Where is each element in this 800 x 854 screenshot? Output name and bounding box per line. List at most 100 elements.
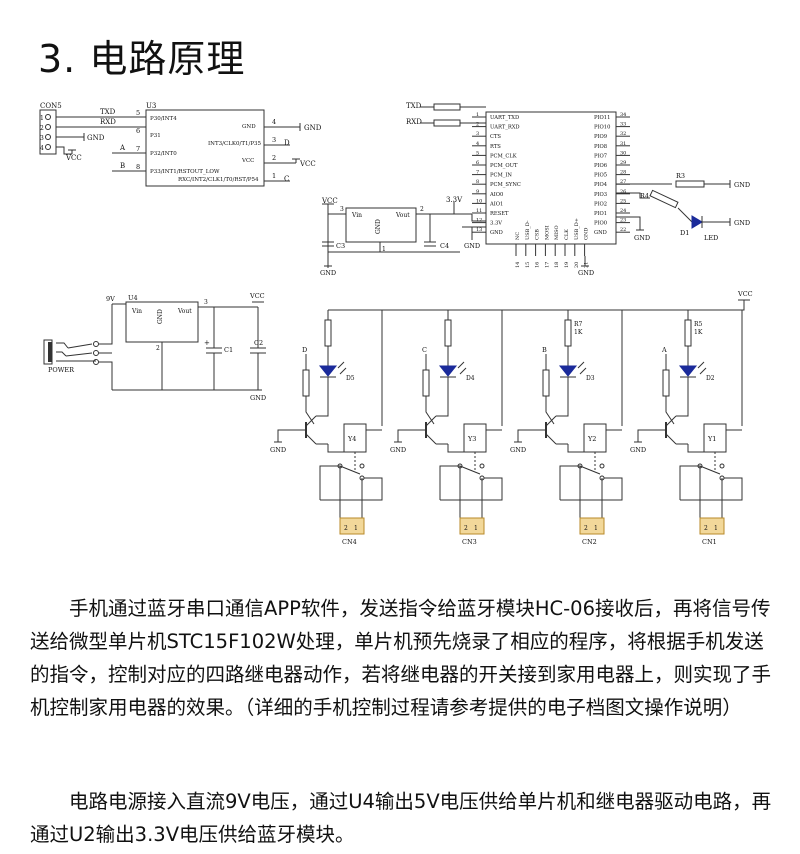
bt-pin-name: PIO8 [594, 144, 607, 150]
cn-pin2: 2 [584, 525, 588, 532]
power-input: POWER 9V U4 Vin Vout GND 2 3 + C1 C2 GND… [43, 292, 266, 402]
reg33-vout: Vout [395, 212, 410, 219]
r4-label: R4 [640, 192, 649, 200]
cn-pin2: 2 [464, 525, 468, 532]
led-resistor-label: R7 [574, 321, 583, 328]
bt-txd-net: TXD [406, 102, 422, 110]
u4-vout: Vout [177, 308, 192, 315]
power-label: POWER [48, 366, 75, 374]
bt-pin-num: 13 [476, 227, 482, 233]
led-resistor-value: 1K [574, 329, 583, 336]
c1-label: C1 [224, 346, 233, 354]
bt-pin-name: MISO [554, 225, 560, 240]
u4-pin3: 3 [204, 299, 208, 306]
u4-label: U4 [128, 294, 138, 302]
section-title: 电路原理 [89, 37, 246, 81]
u3-pin8: 8 [136, 163, 140, 171]
bt-pin-num: 11 [476, 208, 482, 214]
bt-pin-name: PIO9 [594, 134, 607, 140]
u3-pin5: 5 [136, 109, 140, 117]
cn-pin1: 1 [474, 525, 478, 532]
con5-pin1: 1 [40, 115, 44, 122]
bt-pin-name: RESET [490, 211, 509, 217]
con5-label: CON5 [40, 102, 62, 110]
connector-label: CN1 [702, 538, 717, 546]
bt-rxd-net: RXD [406, 118, 422, 126]
section-number: 3. [38, 37, 77, 81]
relay-label: Y2 [587, 435, 596, 443]
bt-pin-name: PCM_CLK [490, 153, 517, 159]
bt-pin-name: CLK [564, 229, 570, 240]
con5-gnd-label: GND [87, 134, 105, 142]
cn-pin1: 1 [714, 525, 718, 532]
u3-pin-vcc: VCC [241, 158, 254, 164]
bt-gnd-net: GND [464, 242, 480, 250]
bt-pin-name: RTS [490, 144, 501, 150]
u3-pin4: 4 [272, 118, 276, 126]
bt-pin-name: PIO10 [594, 125, 610, 131]
u4-pin2: 2 [156, 345, 160, 352]
reg33-vcc-label: VCC [321, 197, 338, 205]
reg33-pin3: 3 [340, 206, 344, 213]
u3-vcc-net: VCC [299, 160, 316, 168]
u3-a-label: A [119, 144, 126, 152]
bt-pin-num: 31 [620, 141, 626, 147]
u3-pin-p32: P32/INT0 [150, 151, 177, 157]
u3-pin2: 2 [272, 154, 276, 162]
bt-pin-num: 30 [620, 150, 626, 156]
channel-net-label: B [542, 346, 547, 354]
bt-pin-name: PIO5 [594, 173, 607, 179]
u3-gnd-net: GND [304, 124, 322, 132]
con5-pin4: 4 [40, 145, 44, 152]
channel-gnd-label: GND [390, 446, 406, 454]
u3-pin-p54: RXC/INT2/CLK1/T0/RST/P54 [178, 177, 259, 183]
relay-label: Y3 [467, 435, 476, 443]
led-resistor-value: 1K [694, 329, 703, 336]
u3-pin-p30: P30/INT4 [150, 116, 177, 122]
u3-pin7: 7 [136, 145, 140, 153]
led-resistor-label: R5 [694, 321, 703, 328]
reg33-vin: Vin [351, 212, 362, 219]
c1-plus: + [204, 339, 210, 347]
r3-gnd: GND [734, 181, 750, 189]
bt-pin-name: PIO7 [594, 153, 607, 159]
con5-rxd-label: RXD [100, 118, 116, 126]
bt-pin-num: 24 [620, 208, 626, 214]
r3-label: R3 [676, 172, 685, 180]
bt-pin-num: 22 [620, 227, 626, 233]
bt-pin-name: CSB [535, 229, 541, 240]
led-label: D4 [466, 375, 475, 382]
bt-pin-num: 12 [476, 218, 482, 224]
relay-label: Y4 [347, 435, 356, 443]
paragraph-2: 电路电源接入直流9V电压，通过U4输出5V电压供给单片机和继电器驱动电路，再通过… [30, 790, 772, 846]
section-heading: 3. 电路原理 [38, 28, 245, 83]
bt-pin-num: 17 [544, 262, 550, 268]
bt-pin-num: 4 [476, 141, 479, 147]
cn-pin2: 2 [344, 525, 348, 532]
bt-pin-num: 3 [476, 131, 479, 137]
v33-label: 3.3V [446, 196, 463, 204]
bt-pin-name: UART_RXD [490, 125, 520, 131]
bt-pin-name: GND [584, 228, 590, 240]
connector-label: CN3 [462, 538, 477, 546]
u3-pin-gnd: GND [242, 124, 256, 130]
led-label: LED [704, 234, 718, 242]
bt-pin-num: 2 [476, 122, 479, 128]
bt-pin-num: 14 [515, 262, 521, 268]
reg33-gnd: GND [375, 219, 382, 234]
c4-label: C4 [440, 242, 449, 250]
u3-pin-p33: P33/INT1/RSTOUT_LOW [150, 169, 220, 175]
bt-pin-num: 8 [476, 179, 479, 185]
bt-pin-num: 10 [476, 198, 482, 204]
channel-net-label: A [661, 346, 667, 354]
connector-label: CN4 [342, 538, 357, 546]
con5-pin3: 3 [40, 135, 44, 142]
led-label: D3 [586, 375, 595, 382]
bt-pin-name: MOSI [544, 225, 550, 240]
